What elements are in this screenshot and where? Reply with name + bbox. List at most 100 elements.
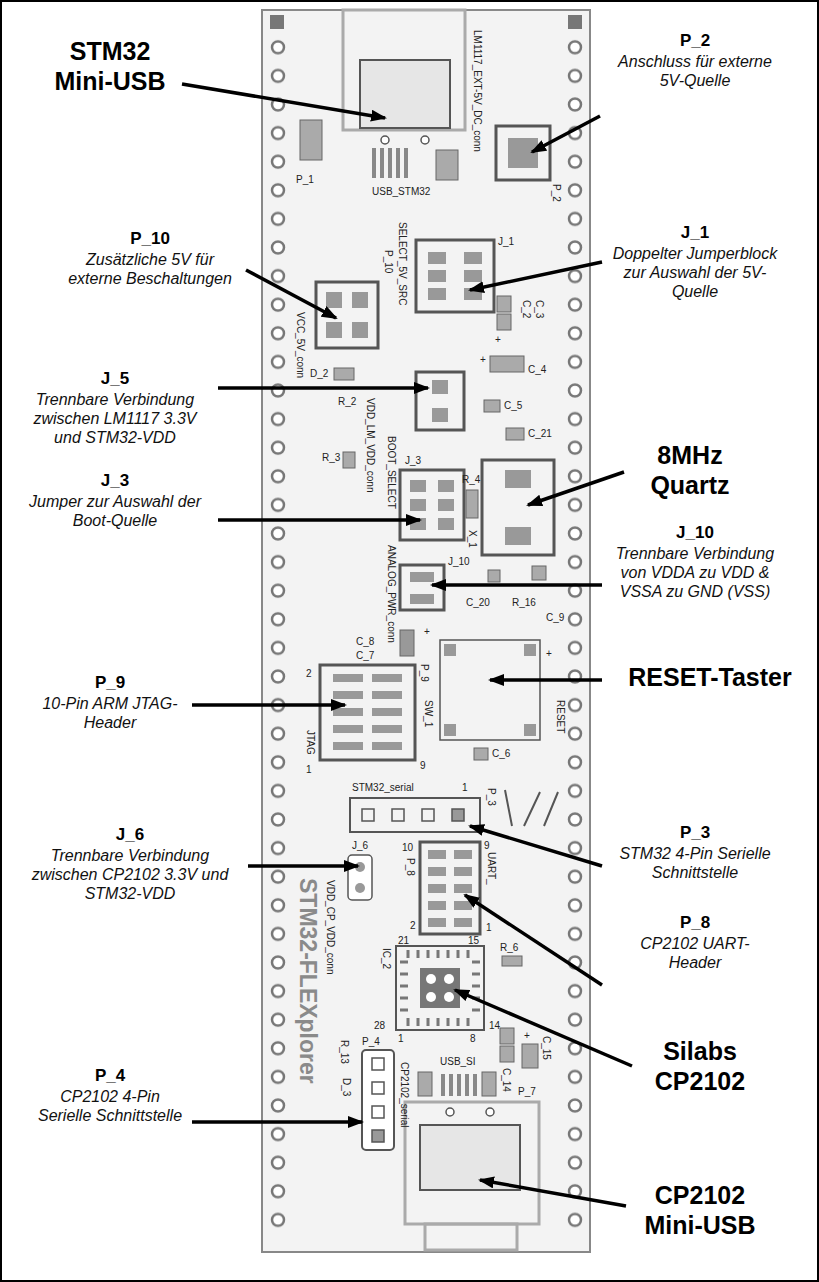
silkscreen-label: P_8 (405, 858, 416, 876)
usb-pin (465, 1074, 469, 1096)
usb-pin (449, 1074, 453, 1096)
callout-arrows (182, 84, 632, 1206)
callout-arrow (246, 270, 336, 318)
callout-title: 8MHz Quartz (630, 440, 750, 500)
usb-pin (372, 148, 376, 178)
jumper-block (416, 372, 464, 430)
silkscreen-label: R_16 (512, 597, 536, 608)
board-name: STM32-FLEXplorer (295, 878, 321, 1084)
resistor-pad (343, 452, 355, 468)
usb-housing (343, 10, 465, 130)
callout-text: Jumper zur Auswahl der Boot-Quelle (20, 492, 210, 530)
silkscreen-label: + (495, 334, 501, 345)
connector-pad (326, 322, 342, 338)
silkscreen-label: SELECT_5V_SRC (397, 222, 408, 305)
silkscreen-label: SW_1 (423, 700, 434, 727)
header-pin (372, 1130, 384, 1142)
usb-pad (482, 1072, 496, 1096)
callout-arrow (218, 518, 420, 522)
jumper-block (400, 565, 444, 610)
silkscreen-label: + (480, 354, 486, 365)
silkscreen-label: P_1 (296, 174, 314, 185)
crystal-pad (505, 470, 531, 488)
capacitor-pad (500, 1046, 514, 1062)
header-pin (362, 809, 374, 821)
silkscreen-label: ANALOG_PWR_conn (386, 545, 397, 643)
jumper-pin (428, 270, 446, 282)
header-pin (372, 1082, 384, 1094)
header-pin (372, 1058, 384, 1070)
pin-holes (270, 33, 286, 1233)
jumper-block (348, 855, 372, 900)
silkscreen-label: 28 (374, 1020, 385, 1031)
via (426, 974, 436, 984)
callout-arrow (528, 472, 624, 505)
uart-header (420, 842, 480, 934)
silkscreen-label: JTAG (305, 730, 316, 755)
callout-title: Silabs CP2102 (640, 1036, 760, 1096)
callout-text: Zusätzliche 5V für externe Beschaltungen (60, 250, 240, 288)
header-pin (454, 901, 472, 910)
callout-number: P_10 (60, 228, 240, 249)
silkscreen-label: C_5 (504, 400, 522, 411)
header-pin (452, 809, 464, 821)
jumper-block (416, 240, 494, 312)
silkscreen-label: 1 (398, 1033, 404, 1044)
callout-number: P_4 (35, 1065, 185, 1086)
silkscreen-label: 9 (420, 760, 426, 771)
square-pad (270, 15, 284, 29)
switch-pad (444, 644, 456, 656)
silkscreen-label: BOOT_SELECT (386, 436, 397, 509)
jumper-pin (410, 594, 434, 604)
jumper-pin (410, 480, 426, 492)
header-pin (454, 918, 472, 927)
silkscreen-label: C_20 (466, 597, 490, 608)
callout-title: STM32 Mini-USB (45, 36, 175, 96)
usb-pin (441, 1074, 445, 1096)
callout-text: Trennbare Verbindung zwischen LM1117 3.3… (20, 390, 210, 448)
usb-peg (486, 1108, 494, 1116)
silkscreen-label: VCC_5V_conn (295, 312, 306, 378)
header-pin (333, 725, 363, 733)
callout-arrow (432, 583, 602, 587)
silkscreen-label: R_3 (322, 452, 340, 463)
silkscreen-label: USB_SI (440, 1056, 476, 1067)
silkscreen-label: R_4 (462, 474, 480, 485)
silkscreen-label: R_13 (339, 1040, 350, 1064)
callout-arrow (480, 1180, 626, 1206)
jumper-pin (428, 288, 446, 300)
silkscreen-label: C_3 (534, 300, 545, 318)
header-pin (454, 884, 472, 893)
led-pad (334, 368, 354, 380)
serial-header (362, 1050, 394, 1150)
silkscreen-label: P_10 (383, 250, 394, 273)
silkscreen-label: 15 (468, 935, 479, 946)
callout-arrow (218, 386, 428, 390)
header-pin (372, 708, 402, 716)
silkscreen-label: C_6 (492, 748, 510, 759)
callout-text: STM32 4-Pin Serielle Schnittstelle (610, 844, 780, 882)
usb-peg (421, 136, 429, 144)
silkscreen-label: VDD_CP_VDD_conn (325, 880, 336, 975)
reset-switch (440, 640, 540, 740)
usb-peg (446, 1108, 454, 1116)
usb-housing (425, 1224, 517, 1250)
silkscreen-label: C_14 (501, 1068, 512, 1092)
header-pin (372, 742, 402, 750)
silkscreen-label: P_7 (518, 1086, 536, 1097)
jumper-pin (410, 572, 434, 582)
jumper-pin (464, 252, 482, 264)
silkscreen-label: 2 (410, 920, 416, 931)
silkscreen-label: J_10 (448, 556, 470, 567)
jumper-pin (438, 480, 454, 492)
header-pin (428, 850, 446, 859)
callout-title: CP2102 Mini-USB (635, 1180, 765, 1240)
callout-number: J_3 (20, 470, 210, 491)
capacitor-pad (522, 1044, 538, 1068)
callout-arrow (490, 678, 602, 682)
connector-pad (326, 292, 342, 308)
switch-pad (444, 724, 456, 736)
capacitor-pad (474, 748, 488, 760)
logo-strokes (505, 790, 558, 826)
silkscreen-label: USB_STM32 (372, 186, 430, 197)
